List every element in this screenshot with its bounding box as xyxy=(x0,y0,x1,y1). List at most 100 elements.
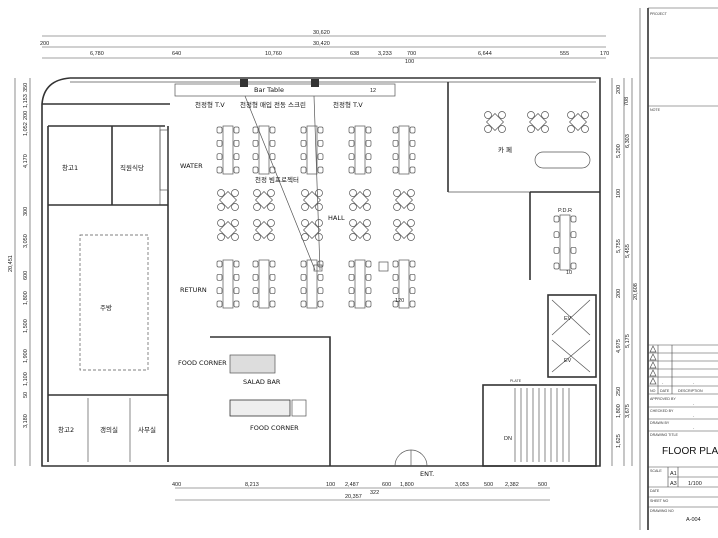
chair xyxy=(348,260,355,268)
square-table xyxy=(255,191,273,209)
long-table xyxy=(306,259,318,309)
square-table xyxy=(529,113,547,131)
stair-core xyxy=(482,384,597,467)
drawing-no-label: DRAWING NO xyxy=(650,509,674,513)
plate-label: PLATE xyxy=(510,379,522,383)
drawing-title-label: DRAWING TITLE xyxy=(650,433,679,437)
chair xyxy=(393,233,401,241)
dim-right-segment: 200 xyxy=(616,289,622,298)
dim-left-total: 20,451 xyxy=(8,255,14,272)
chair xyxy=(216,139,223,147)
ev2-label: EV xyxy=(564,358,572,364)
hall-furniture xyxy=(159,111,591,309)
chair xyxy=(365,153,372,161)
chair xyxy=(217,189,225,197)
chair xyxy=(393,203,401,211)
dim-bottom-segment: 400 xyxy=(172,482,181,488)
chair xyxy=(349,219,357,227)
dim-top-segment: 100 xyxy=(405,59,414,65)
checked-by-value: - xyxy=(693,414,695,418)
chair xyxy=(484,111,492,119)
chair xyxy=(233,166,240,174)
chair xyxy=(363,219,371,227)
chair xyxy=(317,126,324,134)
dim-right-segment: 5,755 xyxy=(616,239,622,253)
dim-left-segment: 300 xyxy=(23,207,29,216)
chair xyxy=(300,287,307,295)
square-table xyxy=(351,191,369,209)
chair xyxy=(217,233,225,241)
long-table xyxy=(222,125,234,175)
chair xyxy=(269,126,276,134)
chair xyxy=(267,219,275,227)
dim-bottom-segment: 2,382 xyxy=(505,482,519,488)
chair xyxy=(301,233,309,241)
chair xyxy=(553,246,560,254)
chair xyxy=(317,153,324,161)
hall-label: HALL xyxy=(328,214,345,222)
chair xyxy=(300,126,307,134)
dim-bottom-segment: 500 xyxy=(484,482,493,488)
revision-triangle-icons xyxy=(649,345,657,385)
chair xyxy=(252,273,259,281)
projector-label: 천정 빔프로젝터 xyxy=(255,175,299,184)
dim-top-segment: 6,780 xyxy=(90,51,104,57)
dim-top-inner: 30,420 xyxy=(313,41,330,47)
chair xyxy=(233,300,240,308)
chair xyxy=(300,273,307,281)
chair xyxy=(581,111,589,119)
dim-left-segment: 1,800 xyxy=(23,291,29,305)
drawn-by-value: - xyxy=(693,426,695,430)
revision-table: - - NO DATE DESCRIPTION xyxy=(648,344,718,395)
dim-top-segment: 3,233 xyxy=(378,51,392,57)
square-table xyxy=(219,191,237,209)
sheet-no-label: SHEET NO xyxy=(650,499,669,503)
chair xyxy=(315,219,323,227)
long-table xyxy=(306,125,318,175)
chair xyxy=(216,260,223,268)
rev-dash-desc: - xyxy=(693,381,695,385)
dim-right-segment: 3,675 xyxy=(625,404,631,418)
office-label: 사무실 xyxy=(138,425,156,434)
revision-triangle-icon xyxy=(649,353,657,361)
chair xyxy=(570,246,577,254)
chair xyxy=(409,287,416,295)
dim-bottom-segment: 322 xyxy=(370,490,379,496)
chair xyxy=(392,260,399,268)
dim-left-segment: 600 xyxy=(23,271,29,280)
square-table xyxy=(303,191,321,209)
chair xyxy=(498,125,506,133)
chair xyxy=(315,233,323,241)
room-labels: Bar Table 12 천정형 T.V 천정형 매입 전동 스크린 천정형 T… xyxy=(58,86,572,478)
long-table xyxy=(398,259,410,309)
chair xyxy=(317,300,324,308)
chair xyxy=(269,166,276,174)
return-label: RETURN xyxy=(180,286,207,294)
chair xyxy=(216,126,223,134)
chair xyxy=(392,139,399,147)
chair xyxy=(216,300,223,308)
chair xyxy=(570,262,577,270)
dim-top-segment: 555 xyxy=(560,51,569,57)
chair xyxy=(392,126,399,134)
chair xyxy=(570,215,577,223)
chair xyxy=(231,219,239,227)
chair xyxy=(348,287,355,295)
food-corner-label: FOOD CORNER xyxy=(250,424,299,432)
chair xyxy=(407,189,415,197)
entrance-door[interactable] xyxy=(394,449,428,467)
dim-top-segment: 700 xyxy=(407,51,416,57)
chair xyxy=(498,111,506,119)
chair xyxy=(349,203,357,211)
dim-top-segment: 10,760 xyxy=(265,51,282,57)
chair xyxy=(216,153,223,161)
chair xyxy=(300,260,307,268)
chair xyxy=(317,273,324,281)
chair xyxy=(570,231,577,239)
title-block: PROJECT NOTE - - NO DATE DESCRIPTION APP… xyxy=(639,7,718,530)
chair xyxy=(315,189,323,197)
chair xyxy=(216,287,223,295)
chair xyxy=(315,203,323,211)
chair xyxy=(348,153,355,161)
chair xyxy=(407,219,415,227)
